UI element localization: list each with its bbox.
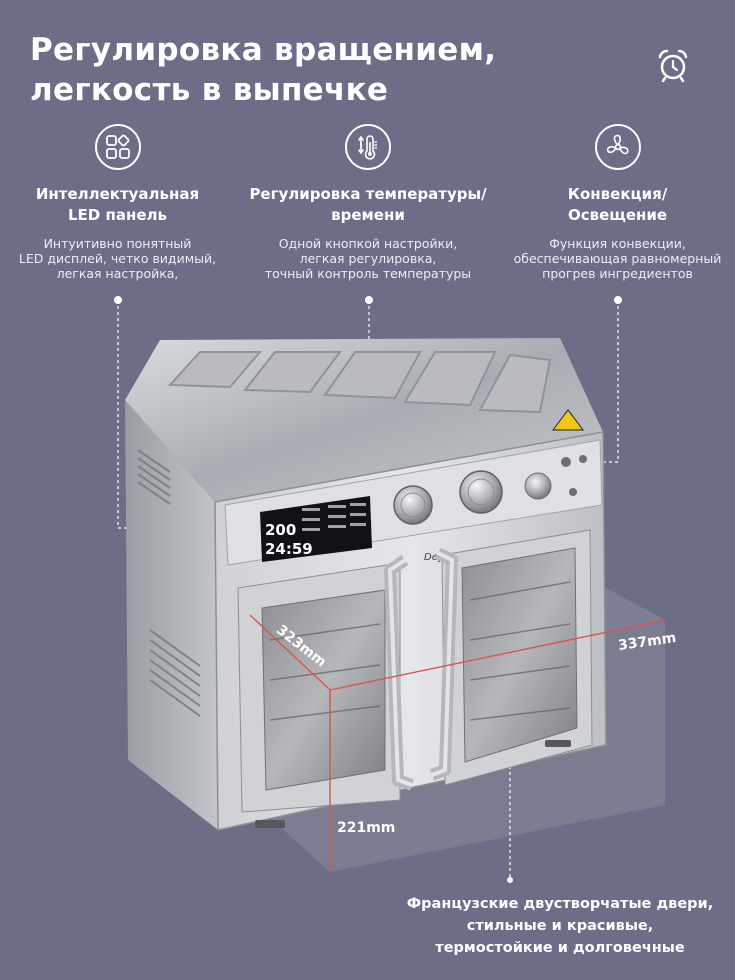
display-function-labels: [302, 503, 366, 531]
convection-light-buttons[interactable]: [561, 455, 587, 496]
feature-icon-circle: [345, 124, 391, 170]
doors-caption: Французские двустворчатые двери, стильны…: [406, 896, 714, 956]
display-time: 24:59: [265, 540, 313, 558]
feature-description: Интуитивно понятный LED дисплей, четко в…: [18, 236, 217, 281]
oven-foot: [545, 740, 571, 747]
start-button[interactable]: [524, 472, 552, 500]
warning-label-icon: [552, 409, 584, 431]
feature-description: Функция конвекции, обеспечивающая равном…: [513, 236, 722, 281]
feature-title: Конвекция/ Освещение: [567, 185, 668, 224]
temperature-knob[interactable]: [393, 485, 433, 525]
right-door[interactable]: [441, 529, 593, 786]
display-temperature: 200: [265, 521, 296, 539]
alarm-clock-icon: [658, 49, 688, 83]
grid-icon: [105, 134, 130, 159]
title-line-2: легкость в выпечке: [30, 72, 389, 108]
thermometer-icon: [358, 135, 377, 160]
page-title: Регулировка вращением, легкость в выпечк…: [30, 30, 496, 110]
dimension-height-label: 221mm: [337, 820, 396, 836]
time-knob[interactable]: [459, 470, 503, 514]
feature-convection-light: Конвекция/ Освещение Функция конвекции, …: [500, 124, 735, 281]
leader-dots: [114, 296, 622, 883]
left-door[interactable]: [237, 562, 401, 813]
feature-icon-circle: [94, 124, 141, 170]
oven-top: [125, 338, 603, 502]
feature-title: Интеллектуальная LED панель: [35, 185, 200, 224]
feature-description: Одной кнопкой настройки, легкая регулиро…: [264, 236, 472, 281]
oven-top-vents: [167, 351, 552, 414]
feature-title: Регулировка температуры/ времени: [249, 185, 487, 224]
feature-led-panel: Интеллектуальная LED панель Интуитивно п…: [10, 124, 225, 281]
oven-foot: [255, 820, 285, 828]
fan-icon: [606, 134, 629, 155]
oven-left-side: [125, 400, 218, 830]
title-line-1: Регулировка вращением,: [30, 32, 497, 68]
feature-icon-circle: [594, 124, 641, 170]
feature-temperature-time: Регулировка температуры/ времени Одной к…: [248, 124, 488, 281]
side-vents: [137, 449, 201, 717]
dimension-lines: [249, 614, 666, 872]
